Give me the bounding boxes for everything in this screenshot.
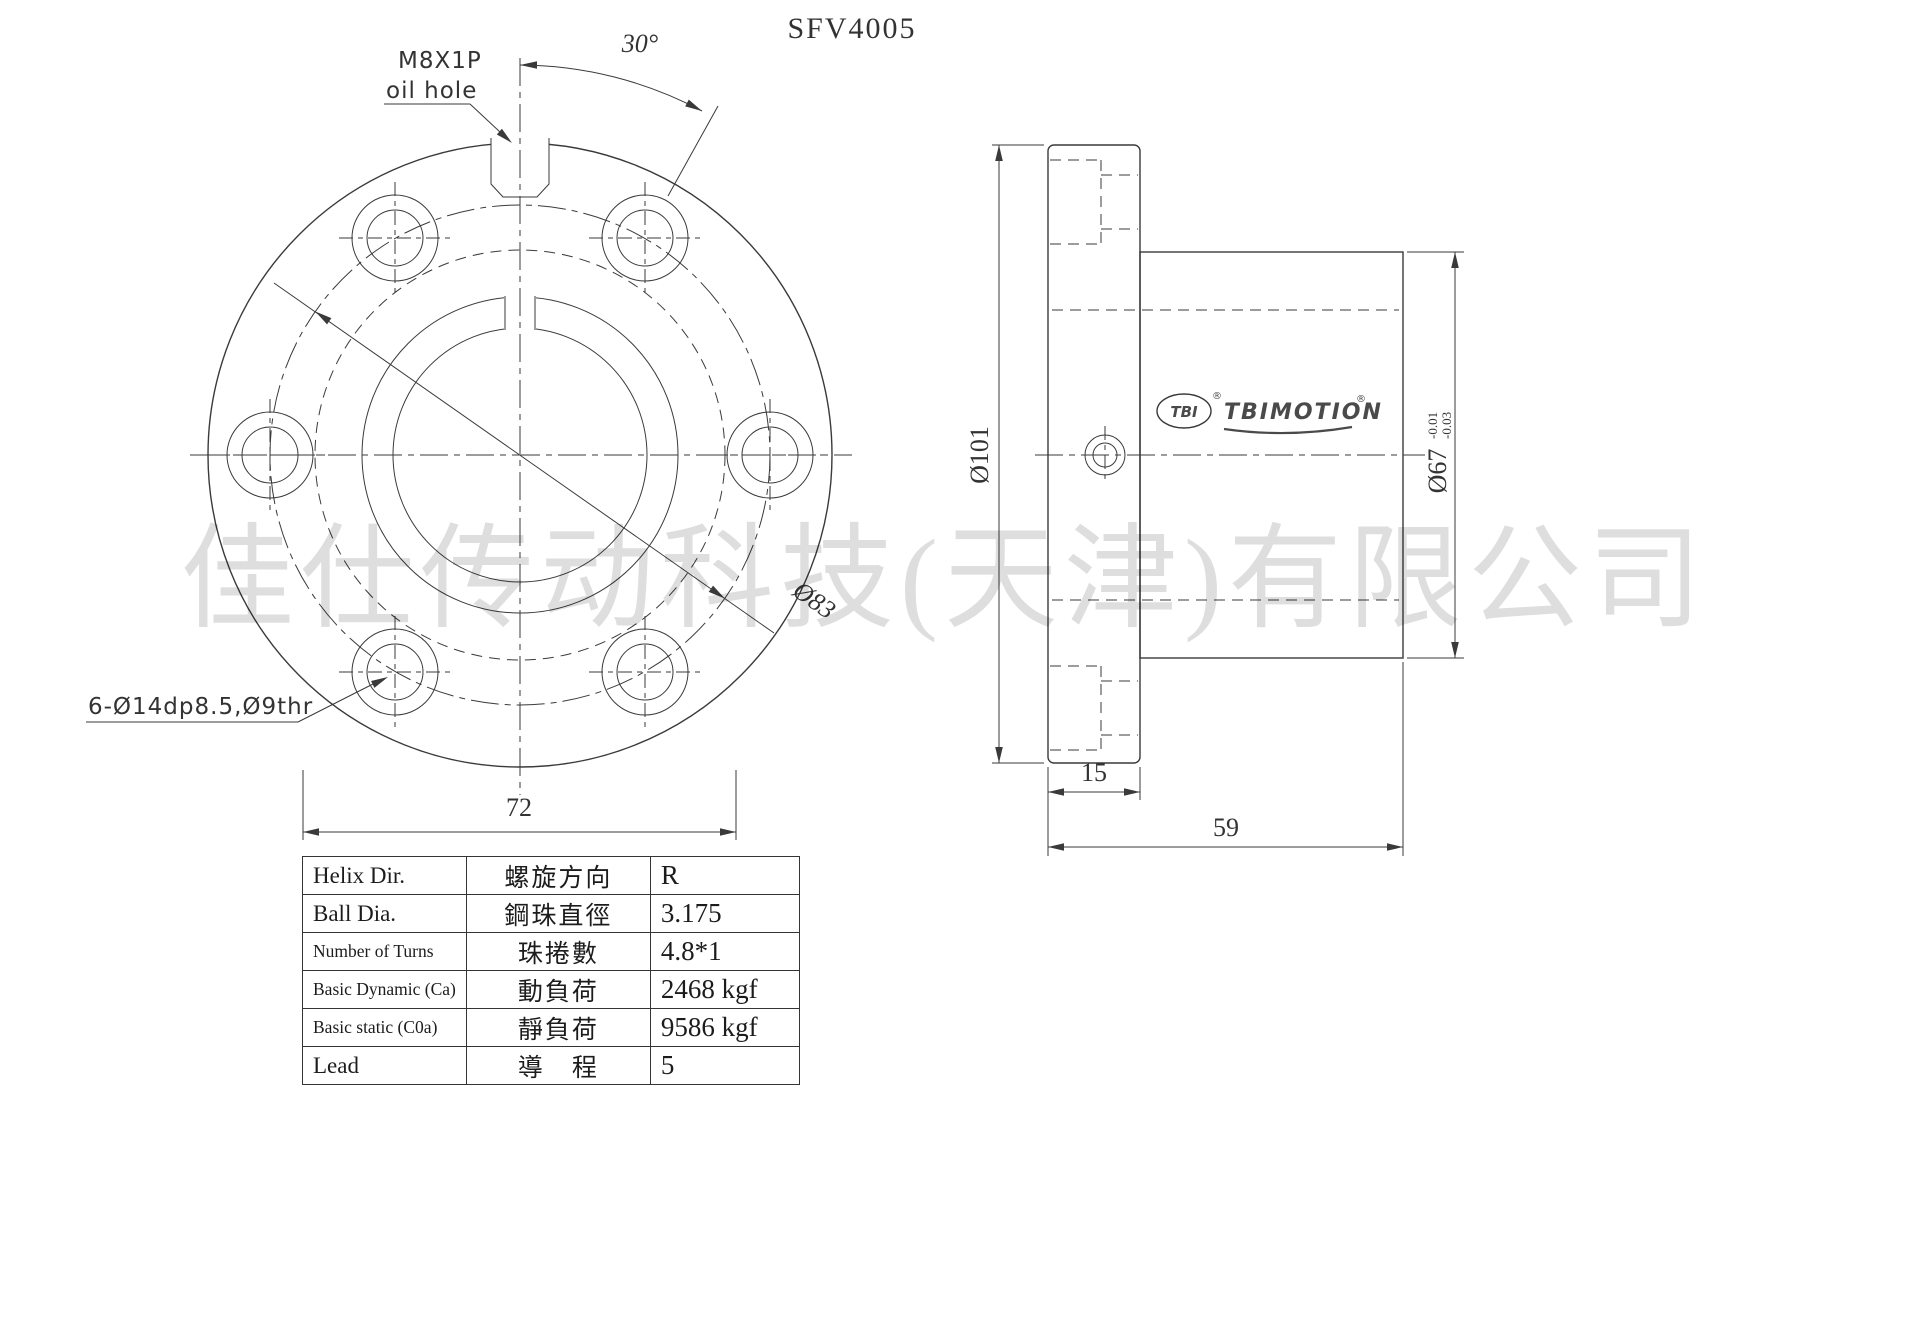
table-row: Basic static (C0a) 靜負荷 9586 kgf: [302, 1008, 800, 1047]
total-length-label: 59: [1213, 813, 1239, 842]
spec-label-en: Basic static (C0a): [302, 1008, 467, 1047]
spec-label-en: Ball Dia.: [302, 894, 467, 933]
spec-label-zh: 動負荷: [465, 970, 651, 1009]
dim-angle-30: 30°: [519, 29, 719, 197]
holes-label: 6-Ø14dp8.5,Ø9thr: [88, 694, 313, 720]
spec-label-en: Basic Dynamic (Ca): [302, 970, 467, 1009]
registered-mark-icon: ®: [1212, 391, 1222, 402]
bolt-hole: [339, 616, 451, 728]
bolt-hole: [589, 616, 701, 728]
spec-value: 3.175: [649, 894, 800, 933]
spec-label-zh: 導 程: [465, 1046, 651, 1085]
table-row: Helix Dir. 螺旋方向 R: [302, 856, 800, 895]
tbimotion-logo-text: TBIMOTION: [1224, 400, 1383, 425]
dim-body-dia: Ø67 -0.01 -0.03: [1407, 251, 1464, 659]
table-row: Number of Turns 珠捲數 4.8*1: [302, 932, 800, 971]
body-dia-label: Ø67: [1423, 449, 1452, 494]
oil-hole-label-line2: oil hole: [386, 78, 477, 104]
hidden-bolt-hole-top: [1050, 159, 1138, 245]
logo-underline: [1223, 425, 1353, 435]
front-view: Ø83 30° M8X1P oil hole 6-Ø14dp8.5,Ø9thr: [86, 29, 852, 840]
spec-label-zh: 靜負荷: [465, 1008, 651, 1047]
flange-dia-label: Ø101: [965, 426, 994, 484]
dim-total-length: 59: [1048, 662, 1404, 856]
width-label: 72: [506, 793, 532, 822]
spec-value: 5: [649, 1046, 800, 1085]
spec-label-en: Number of Turns: [302, 932, 467, 971]
hidden-bolt-hole-bottom: [1050, 665, 1138, 751]
dim-flange-thickness: 15: [1047, 758, 1141, 856]
spec-label-zh: 鋼珠直徑: [465, 894, 651, 933]
bolt-circle-dia-label: Ø83: [787, 575, 841, 625]
dim-flange-dia: Ø101: [965, 144, 1044, 764]
flange-outline: [1047, 144, 1141, 764]
body-dia-tol-upper: -0.01: [1425, 412, 1440, 439]
spec-table: Helix Dir. 螺旋方向 R Ball Dia. 鋼珠直徑 3.175 N…: [302, 856, 800, 1085]
bolt-hole: [339, 182, 451, 294]
tbi-logo-text: TBI: [1170, 403, 1198, 421]
registered-mark-icon: ®: [1356, 394, 1366, 405]
spec-value: 4.8*1: [649, 932, 800, 971]
tbimotion-logo: TBI ® TBIMOTION ®: [1156, 391, 1383, 435]
dim-bolt-circle: Ø83: [273, 282, 841, 634]
side-view: TBI ® TBIMOTION ® Ø101 Ø67 -0.01 -0.03: [965, 144, 1464, 856]
spec-value: 2468 kgf: [649, 970, 800, 1009]
callout-bolt-holes: 6-Ø14dp8.5,Ø9thr: [86, 673, 390, 723]
spec-value: R: [649, 856, 800, 895]
spec-label-zh: 螺旋方向: [465, 856, 651, 895]
callout-oil-hole: M8X1P oil hole: [384, 48, 515, 146]
flange-thickness-label: 15: [1081, 758, 1107, 787]
spec-value: 9586 kgf: [649, 1008, 800, 1047]
table-row: Ball Dia. 鋼珠直徑 3.175: [302, 894, 800, 933]
drawing-title: SFV4005: [787, 12, 916, 45]
spec-label-zh: 珠捲數: [465, 932, 651, 971]
spec-label-en: Lead: [302, 1046, 467, 1085]
angle-label: 30°: [621, 29, 658, 58]
bolt-hole: [589, 182, 701, 294]
tbi-oval: [1156, 393, 1212, 429]
table-row: Lead 導 程 5: [302, 1046, 800, 1085]
dim-width-72: 72: [302, 770, 737, 840]
oil-hole-label-line1: M8X1P: [398, 48, 482, 74]
table-row: Basic Dynamic (Ca) 動負荷 2468 kgf: [302, 970, 800, 1009]
spec-label-en: Helix Dir.: [302, 856, 467, 895]
body-dia-tol-lower: -0.03: [1439, 412, 1454, 439]
